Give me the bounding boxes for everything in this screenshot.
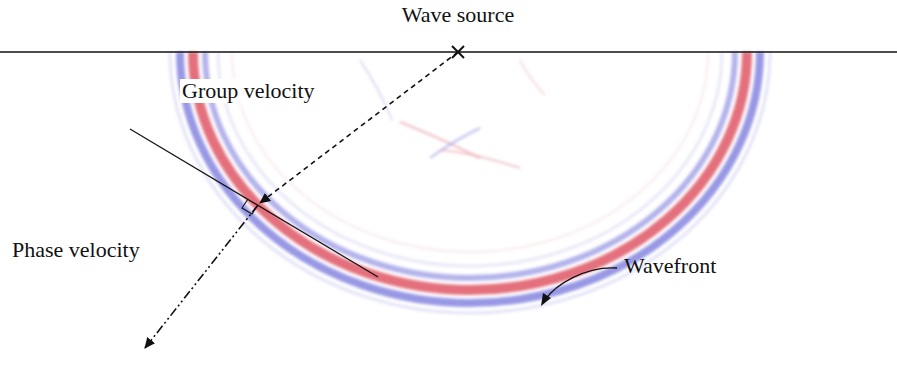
phase-velocity-arrow [145, 205, 258, 348]
tangent-line [130, 129, 378, 277]
surface-line [0, 51, 897, 52]
leader-line [545, 268, 617, 300]
text-label: Wave source [402, 3, 514, 27]
text-label: Wavefront [624, 254, 716, 278]
group-velocity-arrow [260, 52, 458, 203]
wavefront-rings [170, 52, 770, 313]
leader-arrowhead [541, 293, 551, 306]
text-label: Group velocity [180, 79, 317, 103]
right-angle-mark [242, 199, 258, 214]
text-label: Phase velocity [10, 238, 142, 262]
